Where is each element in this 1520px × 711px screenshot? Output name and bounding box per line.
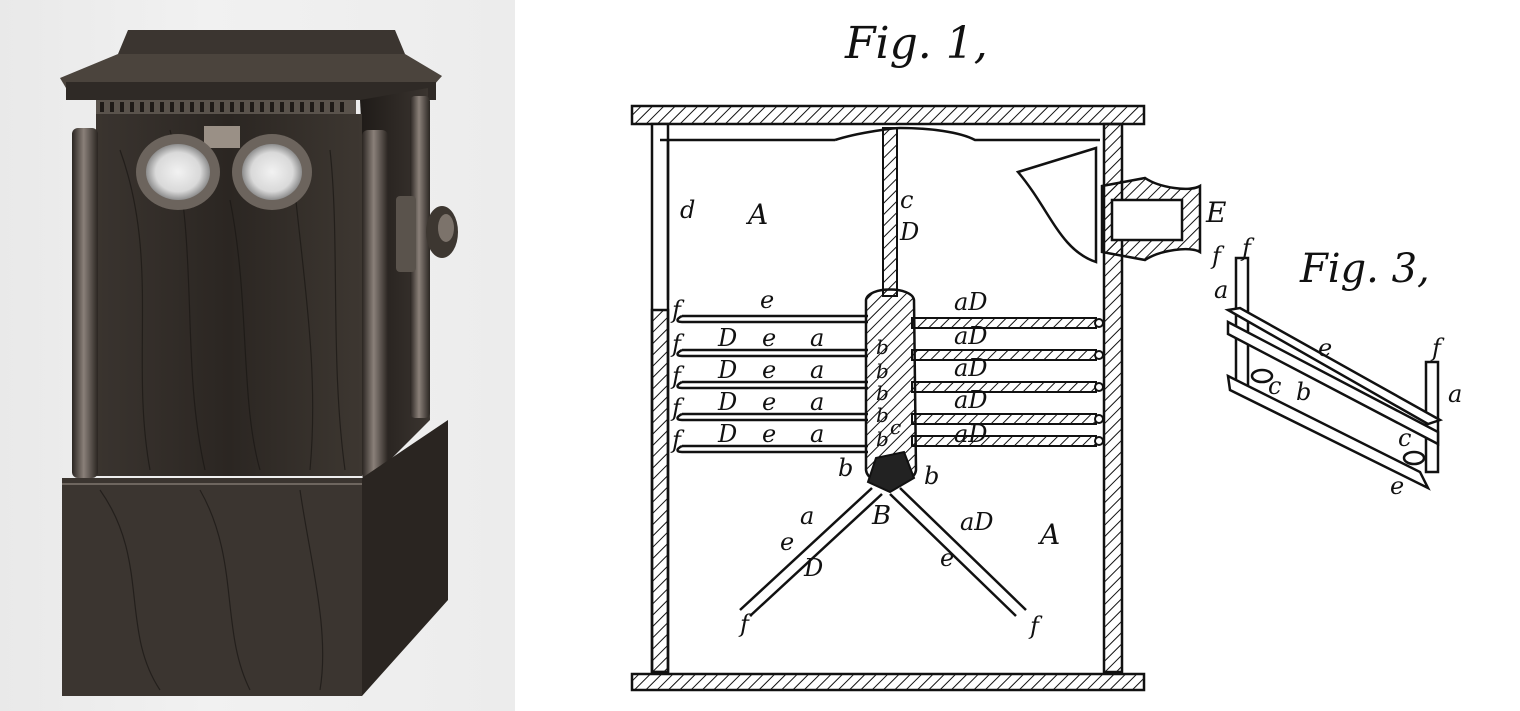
label-row3-D: D xyxy=(717,356,737,384)
label-rd-e: e xyxy=(940,544,954,572)
stereoscope-photo xyxy=(0,0,515,711)
label3-a-left: a xyxy=(1214,276,1228,304)
label3-e-bottom: e xyxy=(1390,472,1404,500)
patent-figures: Fig. 1, xyxy=(630,18,1462,692)
label-row4-e: e xyxy=(762,388,776,416)
fig1-box xyxy=(630,104,1146,692)
label-row4-a: a xyxy=(810,388,824,416)
label-r3: aD xyxy=(954,354,988,382)
label-rd-a: aD xyxy=(960,508,994,536)
label-b5: b xyxy=(876,427,889,451)
label-row2-D: D xyxy=(717,324,737,352)
label-row1-f: f xyxy=(670,296,685,324)
eyepiece-e xyxy=(1015,146,1202,264)
label-b4: b xyxy=(876,403,889,427)
label-row5-f: f xyxy=(670,426,685,454)
label3-f-top: f xyxy=(1240,234,1255,262)
fig3-caption: Fig. 3, xyxy=(1299,246,1430,292)
label-row4-D: D xyxy=(717,388,737,416)
label-row3-e: e xyxy=(762,356,776,384)
center-divider xyxy=(864,127,918,494)
label-b1: b xyxy=(876,335,889,359)
label-row5-e: e xyxy=(762,420,776,448)
label-bb-right: b xyxy=(924,462,939,490)
label3-b: b xyxy=(1296,378,1311,406)
label-ld-D: D xyxy=(803,554,823,582)
nameplate xyxy=(204,126,240,148)
label-row2-e: e xyxy=(762,324,776,352)
label-r4: aD xyxy=(954,386,988,414)
label-c-mid: c xyxy=(890,415,901,439)
label3-c-left: c xyxy=(1268,372,1281,400)
label-row5-D: D xyxy=(717,420,737,448)
label-bb-left: b xyxy=(838,454,853,482)
slides-left xyxy=(676,314,868,454)
label-b3: b xyxy=(876,381,889,405)
label3-e-top: e xyxy=(1318,334,1332,362)
label-E: E xyxy=(1205,196,1226,229)
fig1-labels: d A c D E f f e f D e a f D e a f D e a … xyxy=(670,186,1226,640)
label-r1: aD xyxy=(954,288,988,316)
label-row2-f: f xyxy=(670,330,685,358)
fig1-caption: Fig. 1, xyxy=(844,18,988,69)
label3-a-right: a xyxy=(1448,380,1462,408)
label-row3-a: a xyxy=(810,356,824,384)
label-row5-a: a xyxy=(810,420,824,448)
eyepiece-left xyxy=(136,134,220,210)
label-row1-e: e xyxy=(760,286,774,314)
label-row2-a: a xyxy=(810,324,824,352)
label-b2: b xyxy=(876,359,889,383)
stereoscope-cabinet-illustration xyxy=(60,30,458,696)
patent-drawing: Fig. 1, xyxy=(515,0,1520,711)
label-ld-a: a xyxy=(800,502,814,530)
label3-c-right: c xyxy=(1398,424,1411,452)
fig3-frame xyxy=(1224,256,1444,491)
label-f-E: f xyxy=(1210,242,1225,270)
label-c-top: c xyxy=(900,186,913,214)
dentil-molding xyxy=(96,100,356,114)
eyepiece-right xyxy=(232,134,312,210)
slides-right xyxy=(911,317,1104,447)
label-B: B xyxy=(871,501,891,531)
label-rd-A: A xyxy=(1037,518,1060,551)
label-row3-f: f xyxy=(670,362,685,390)
side-knob xyxy=(396,196,458,272)
label-row4-f: f xyxy=(670,394,685,422)
diagonal-slides xyxy=(739,487,1027,617)
label-d: d xyxy=(680,196,695,224)
label-ld-e: e xyxy=(780,528,794,556)
label-r5: aD xyxy=(954,420,988,448)
label3-f-right: f xyxy=(1430,334,1445,362)
label-rd-f: f xyxy=(1028,612,1043,640)
label-D-top: D xyxy=(899,218,919,246)
label-r2: aD xyxy=(954,322,988,350)
label-A-left: A xyxy=(745,198,768,231)
